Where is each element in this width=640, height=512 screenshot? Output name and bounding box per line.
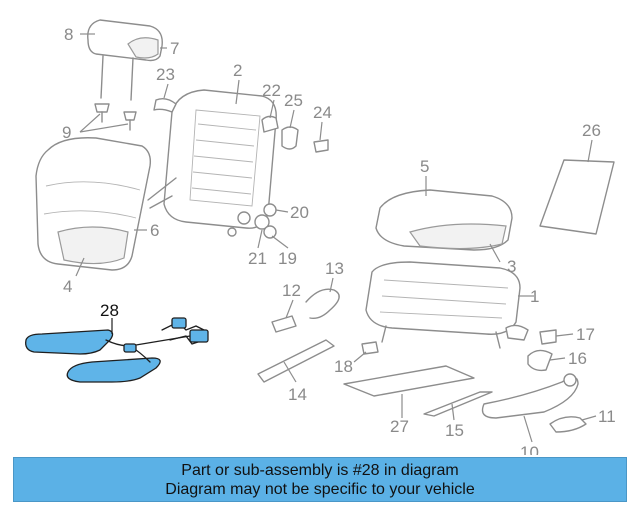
callout-25: 25 [284,91,303,110]
callout-numbers: 1 2 3 4 5 6 7 8 9 10 11 12 13 14 15 16 1… [62,25,616,455]
callout-9: 9 [62,123,71,142]
callout-22: 22 [262,81,281,100]
callout-17: 17 [576,325,595,344]
headrest [87,19,163,101]
seatback-cover [35,137,152,271]
callout-2: 2 [233,61,242,80]
callout-18: 18 [334,357,353,376]
headrest-guides [94,103,137,131]
callout-24: 24 [313,103,332,122]
callout-27: 27 [390,417,409,436]
trim-panel [539,159,615,235]
callout-1: 1 [530,287,539,306]
banner-line-1: Part or sub-assembly is #28 in diagram [181,461,459,479]
small-parts-lower [361,329,587,433]
rails-and-covers [257,339,579,419]
callout-19: 19 [278,249,297,268]
callout-23: 23 [156,65,175,84]
banner-line-2: Diagram may not be specific to your vehi… [165,480,475,498]
callout-5: 5 [420,157,429,176]
callout-11: 11 [598,407,616,426]
seatback-frame [147,89,277,237]
callout-10: 10 [520,443,539,455]
callout-28: 28 [100,301,119,320]
callout-14: 14 [288,385,307,404]
callout-6: 6 [150,221,159,240]
callout-16: 16 [568,349,587,368]
callout-15: 15 [445,421,464,440]
small-parts-upper [153,97,329,153]
callout-26: 26 [582,121,601,140]
callout-3: 3 [507,257,516,276]
part-info-banner: Part or sub-assembly is #28 in diagram D… [13,457,627,502]
seat-frame [365,261,529,349]
leader-lines [75,33,597,443]
callout-4: 4 [63,277,72,296]
callout-20: 20 [290,203,309,222]
callout-21: 21 [248,249,267,268]
callout-7: 7 [170,39,179,58]
callout-8: 8 [64,25,73,44]
recliner-parts [254,203,277,239]
seat-cushion-pad [375,189,513,251]
wire-harness-small [271,288,340,333]
callout-13: 13 [325,259,344,278]
callout-12: 12 [282,281,301,300]
seat-parts-diagram: 1 2 3 4 5 6 7 8 9 10 11 12 13 14 15 16 1… [25,19,616,455]
seat-heater-28 [25,317,209,383]
